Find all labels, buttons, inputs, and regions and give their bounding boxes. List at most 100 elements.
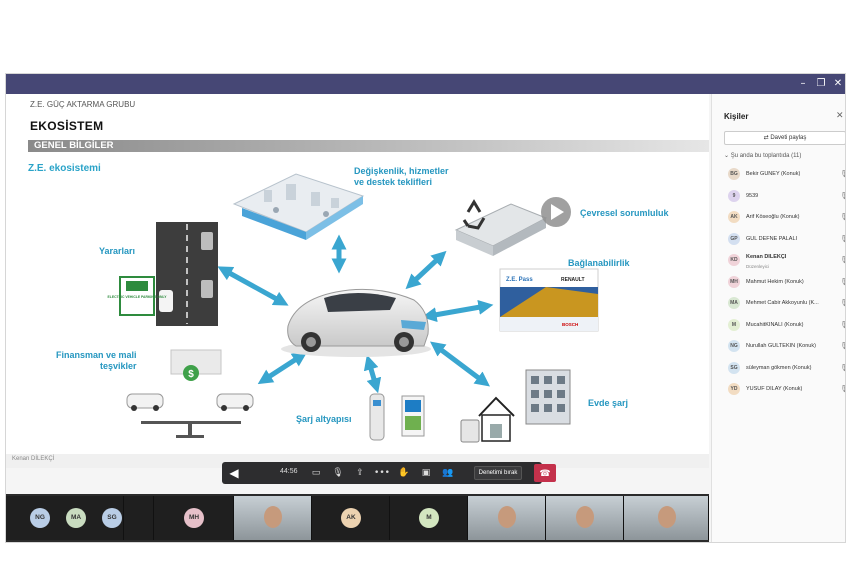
close-window-icon[interactable]: ✕	[833, 78, 843, 89]
mic-muted-icon: 🎙	[840, 213, 845, 221]
participant-tile[interactable]: NG MA SG	[6, 496, 124, 540]
participant-name: Arif Köseoğlu (Konuk)	[746, 214, 800, 220]
more-options-icon[interactable]: •••	[374, 468, 390, 478]
microphone-icon[interactable]: 🎙	[332, 468, 344, 478]
label-benefits: Yararları	[99, 246, 136, 256]
video-tile-avatar: MA	[66, 508, 86, 528]
diagram-arrows	[217, 234, 494, 394]
participant-video-feed	[657, 506, 676, 528]
participant-tile[interactable]: MH	[154, 496, 234, 540]
share-icon: ⇄	[763, 135, 771, 141]
participants-icon[interactable]: 👥	[442, 468, 454, 478]
chat-icon[interactable]: ▣	[421, 468, 431, 478]
participant-name: Bekir GÜNEY (Konuk)	[746, 171, 801, 177]
participant-name: GÜL DEFNE PALALI	[746, 235, 798, 242]
label-changes-services: Değişkenlik, hizmetler ve destek teklifl…	[354, 166, 449, 187]
participant-avatar: KD	[728, 254, 740, 266]
participant-avatar: BG	[728, 168, 740, 180]
mic-muted-icon: 🎙	[840, 256, 845, 264]
ze-pass-card: Z.E. Pass RENAULT BOSCH	[499, 268, 599, 332]
video-tile-avatar: AK	[341, 508, 361, 528]
participant-video-feed	[498, 506, 516, 528]
participant-tile[interactable]: M	[390, 496, 468, 540]
share-invite-button[interactable]: ⇄ Daveti paylaş	[724, 131, 845, 145]
slide-section-label: GENEL BİLGİLER	[34, 140, 114, 151]
participant-name: YUSUF DİLAY (Konuk)	[746, 386, 803, 392]
window-titlebar: – ❐ ✕	[6, 74, 845, 94]
ev-parking-sign-text: ELECTRIC VEHICLE PARKING ONLY	[108, 295, 168, 299]
participant-avatar: SG	[728, 361, 740, 374]
participant-avatar: AK	[728, 211, 740, 223]
participant-avatar: MH	[728, 275, 740, 288]
ze-pass-card-bosch: BOSCH	[562, 322, 578, 327]
ze-pass-card-brand: RENAULT	[561, 277, 585, 283]
participant-row[interactable]: SG süleyman gökmen (Konuk) 🎙	[724, 360, 845, 380]
prev-slide-icon[interactable]: ◀	[229, 466, 239, 480]
participant-name: Mahmut Hekim (Konuk)	[746, 278, 804, 285]
participant-row[interactable]: MH Mahmut Hekim (Konuk) 🎙	[724, 274, 845, 294]
finance-scale-image: $	[126, 349, 254, 438]
label-connectivity: Bağlanabilirlik	[568, 258, 630, 268]
participant-row[interactable]: BG Bekir GÜNEY (Konuk) 🎙	[724, 166, 845, 186]
participant-avatar: GP	[728, 232, 740, 245]
participant-tile[interactable]: AK	[312, 496, 390, 540]
participant-avatar: 9	[728, 189, 740, 202]
electric-car-image	[281, 288, 431, 357]
mic-muted-icon: 🎙	[840, 278, 845, 286]
home-charging-image	[460, 369, 571, 443]
shared-slide: Z.E. GÜÇ AKTARMA GRUBU EKOSİSTEM GENEL B…	[6, 94, 709, 454]
ze-pass-card-title: Z.E. Pass	[506, 277, 533, 283]
camera-icon[interactable]: ▭	[311, 468, 321, 478]
participant-row[interactable]: KD Kenan DİLEKÇİ Düzenleyici 🎙	[724, 252, 845, 272]
participant-role: Düzenleyici	[746, 264, 770, 269]
video-tile-avatar: NG	[30, 508, 50, 528]
slide-section-bar: GENEL BİLGİLER	[28, 140, 709, 152]
mic-muted-icon: 🎙	[840, 299, 845, 307]
video-strip: NG MA SG MH AK M	[6, 494, 709, 542]
charging-station-image	[369, 393, 425, 441]
participant-video-tile[interactable]	[468, 496, 546, 540]
slide-subtitle: Z.E. ekosistemi	[28, 163, 101, 174]
participant-avatar: MA	[728, 297, 740, 309]
participant-name: Nurullah GÜLTEKİN (Konuk)	[746, 343, 816, 349]
mic-muted-icon: 🎙	[840, 364, 845, 372]
teams-meeting-window: – ❐ ✕ Z.E. GÜÇ AKTARMA GRUBU EKOSİSTEM G…	[5, 73, 846, 543]
meeting-controls: ◀ 44:56 ▭ 🎙 ⇪ ••• ✋ ▣ 👥 Denetimi bırak ☎	[222, 462, 556, 484]
ev-parking-image: ELECTRIC VEHICLE PARKING ONLY	[108, 222, 218, 326]
stop-control-button[interactable]: Denetimi bırak	[474, 466, 522, 480]
close-panel-icon[interactable]: ✕	[836, 110, 844, 120]
svg-text:$: $	[188, 369, 194, 380]
video-tile-avatar: SG	[102, 508, 122, 528]
participant-row[interactable]: GP GÜL DEFNE PALALI 🎙	[724, 231, 845, 251]
mic-muted-icon: 🎙	[840, 170, 845, 178]
label-home-charging: Evde şarj	[588, 398, 629, 408]
share-screen-icon[interactable]: ⇪	[356, 468, 364, 478]
video-tile-avatar: MH	[184, 508, 204, 528]
participant-name: 9539	[746, 192, 759, 199]
in-meeting-header[interactable]: ⌄ Şu anda bu toplantıda (11)	[724, 152, 801, 159]
slide-company: Z.E. GÜÇ AKTARMA GRUBU	[30, 100, 136, 109]
raise-hand-icon[interactable]: ✋	[398, 468, 410, 478]
smart-city-image	[232, 173, 365, 240]
participant-avatar: YD	[728, 383, 740, 395]
participant-name: MucahitKİNALI (Konuk)	[746, 321, 804, 328]
maximize-icon[interactable]: ❐	[816, 78, 826, 89]
participant-tile[interactable]	[124, 496, 154, 540]
participant-video-tile[interactable]	[234, 496, 312, 540]
hang-up-button[interactable]: ☎	[534, 464, 556, 482]
participant-row[interactable]: MA Mehmet Cabir Akkoyunlu (K... 🎙	[724, 295, 845, 315]
mic-muted-icon: 🎙	[840, 235, 845, 243]
participant-video-tile[interactable]	[624, 496, 709, 540]
participant-name: süleyman gökmen (Konuk)	[746, 364, 812, 371]
participant-name: Mehmet Cabir Akkoyunlu (K...	[746, 300, 819, 306]
video-tile-avatar: M	[419, 508, 439, 528]
participant-video-tile[interactable]	[546, 496, 624, 540]
minimize-icon[interactable]: –	[800, 78, 806, 89]
participant-name: Kenan DİLEKÇİ	[746, 254, 787, 260]
participant-row[interactable]: AK Arif Köseoğlu (Konuk) 🎙	[724, 209, 845, 229]
